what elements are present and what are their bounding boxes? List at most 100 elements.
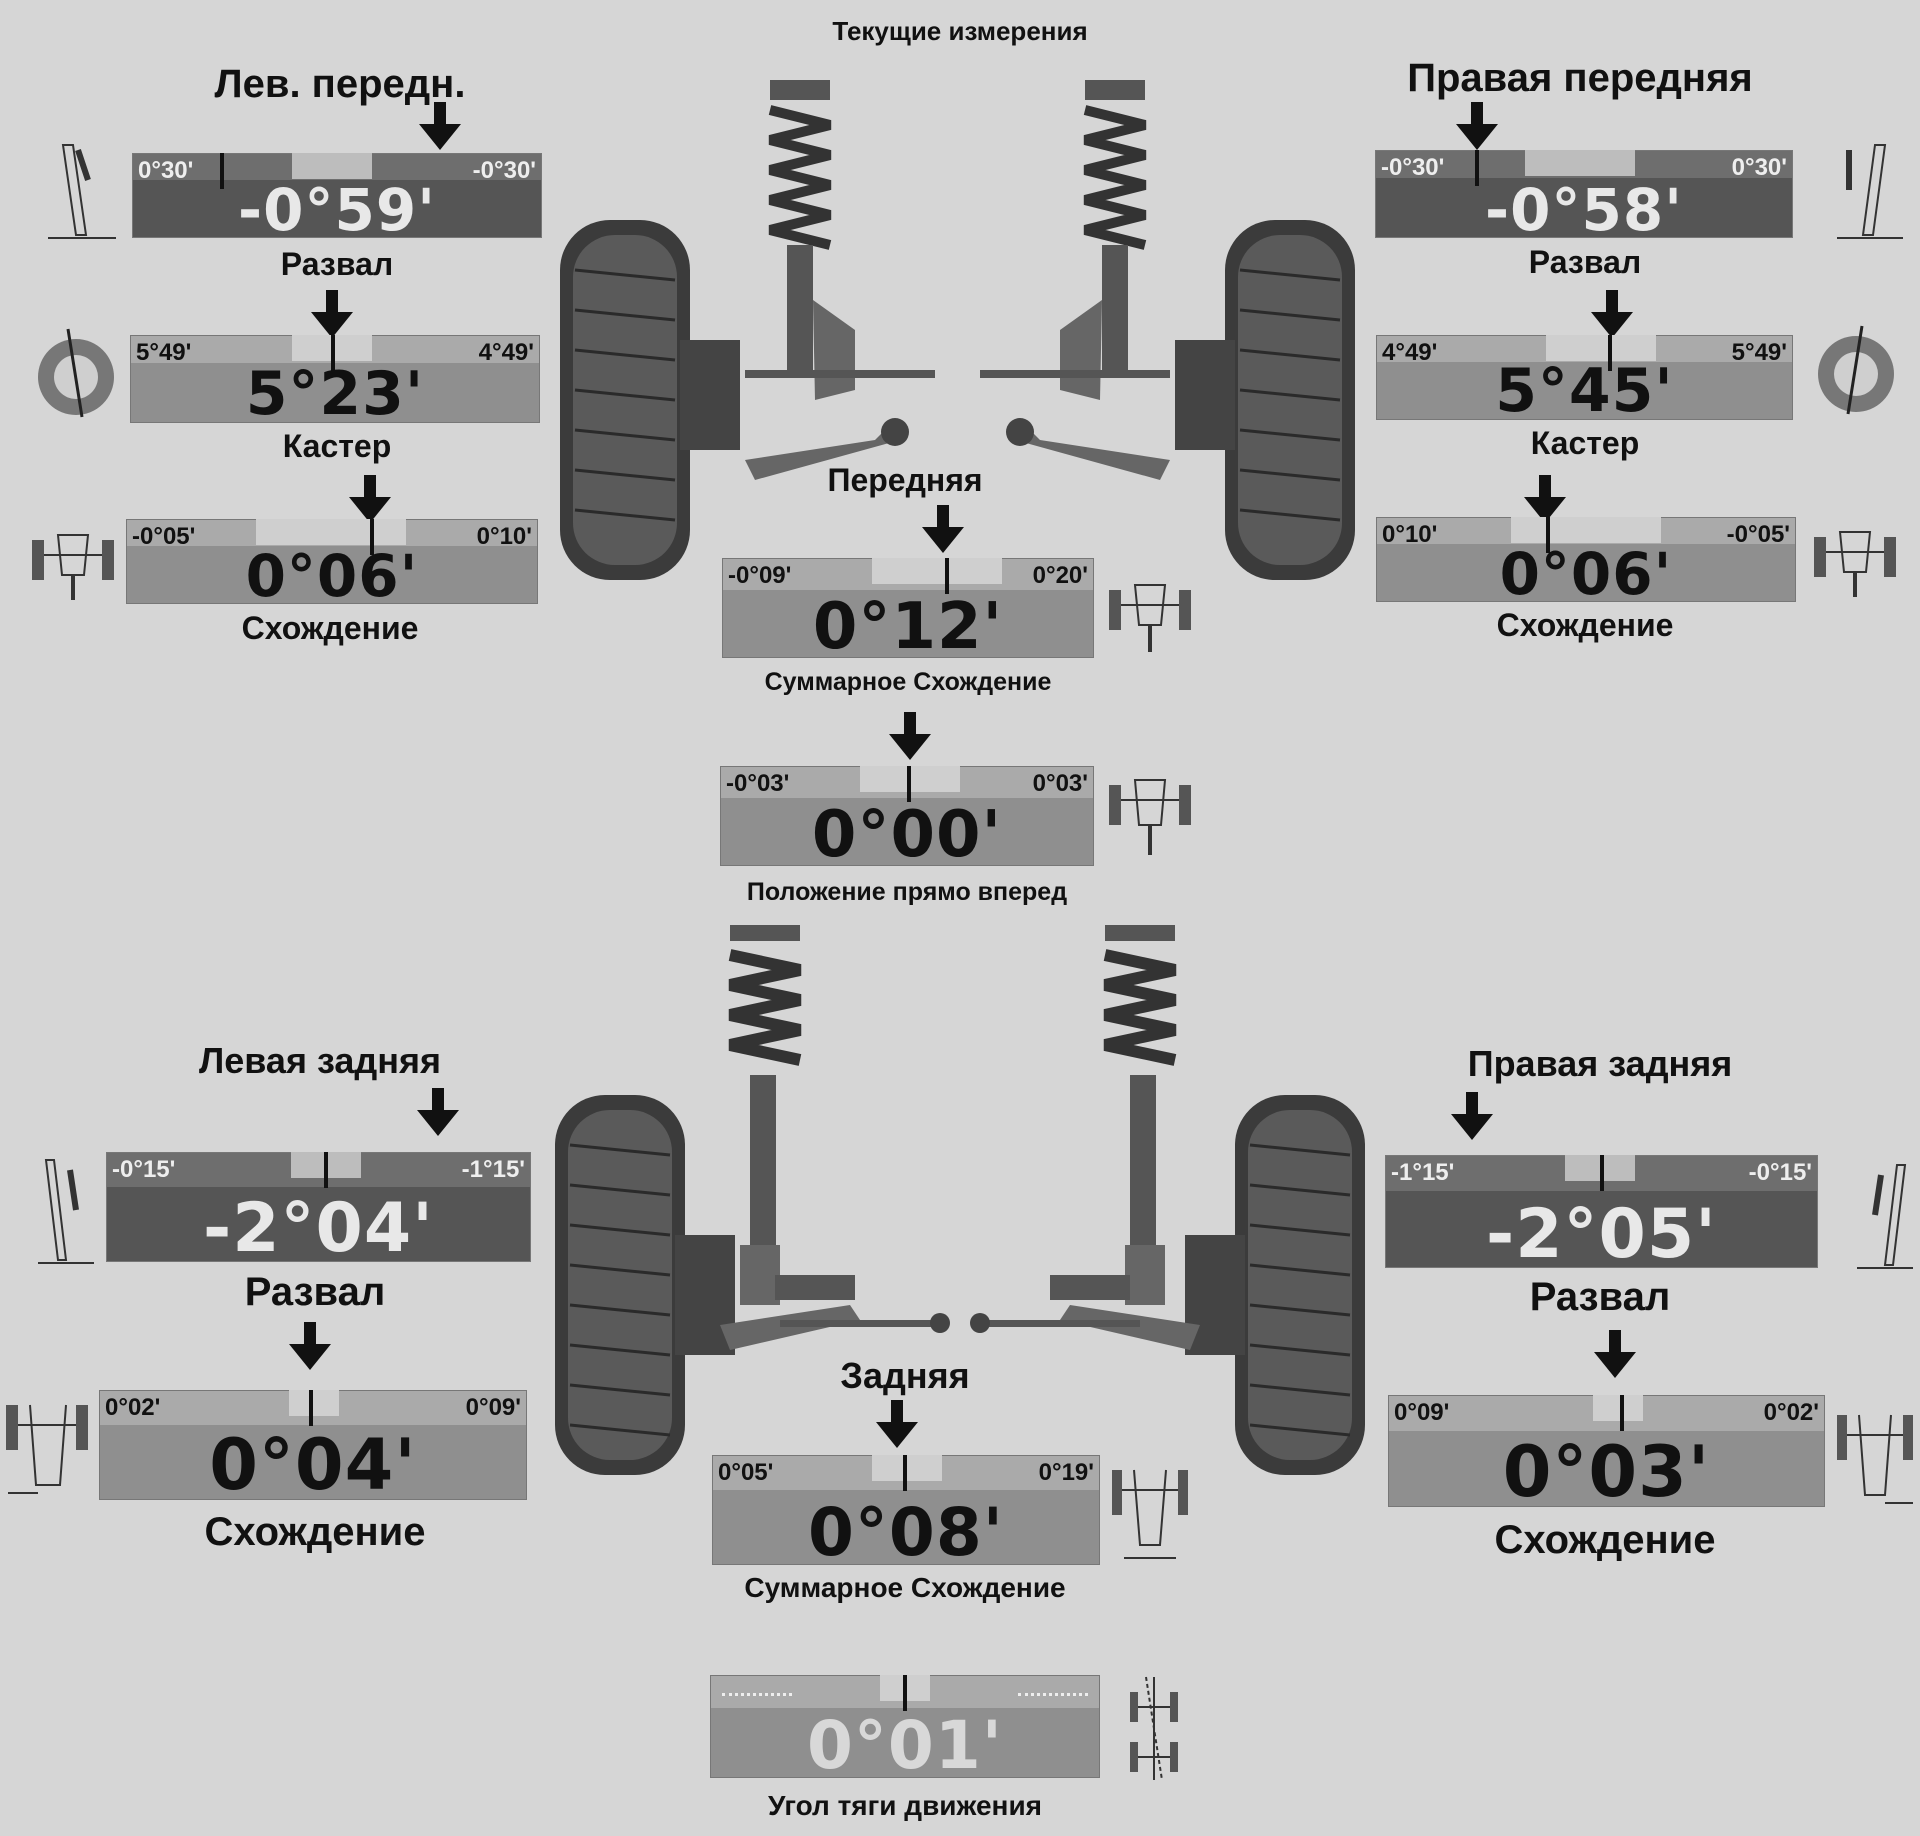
gauge-pointer bbox=[1600, 1155, 1604, 1191]
gauge-value: 0°00' bbox=[811, 798, 1003, 866]
front-left-toe-label: Схождение bbox=[241, 610, 419, 646]
toe-diagram-icon bbox=[6, 1404, 88, 1494]
gauge-max-label: -1°15' bbox=[461, 1156, 525, 1183]
gauge-min-label: 0°09' bbox=[1394, 1399, 1450, 1426]
down-arrow-icon bbox=[1590, 1330, 1640, 1380]
down-arrow-icon bbox=[1452, 102, 1502, 152]
rear-right-camber-label: Развал bbox=[1529, 1275, 1671, 1319]
gauge-max-label: 0°02' bbox=[1763, 1399, 1819, 1426]
rear-left-camber-gauge: -0°15' -1°15' -2°04' bbox=[106, 1152, 531, 1262]
rear-left-toe-label: Схождение bbox=[204, 1510, 426, 1554]
gauge-pointer bbox=[1475, 150, 1479, 186]
gauge-pointer bbox=[1620, 1395, 1624, 1431]
gauge-pointer bbox=[907, 766, 911, 802]
rear-left-toe-gauge: 0°02' 0°09' 0°04' bbox=[99, 1390, 527, 1500]
gauge-value: 0°06' bbox=[245, 542, 419, 604]
toe-diagram-icon bbox=[1109, 584, 1191, 652]
toe-diagram-icon bbox=[1109, 779, 1191, 855]
front-total-toe-gauge: -0°09' 0°20' 0°12' bbox=[722, 558, 1094, 658]
gauge-min-label: -0°03' bbox=[726, 770, 790, 797]
rear-right-heading: Правая задняя bbox=[1467, 1043, 1733, 1084]
rear-left-heading: Левая задняя bbox=[198, 1040, 441, 1081]
wheel-caster-icon bbox=[1818, 325, 1894, 415]
tire-icon bbox=[560, 220, 690, 580]
rear-suspension-illustration bbox=[555, 925, 1365, 1475]
thrust-angle-label: Угол тяги движения bbox=[767, 1790, 1043, 1821]
toe-diagram-icon bbox=[32, 534, 114, 600]
gauge-max-label: 0°20' bbox=[1032, 562, 1088, 589]
front-right-toe-label: Схождение bbox=[1496, 607, 1674, 643]
straight-ahead-label: Положение прямо вперед bbox=[746, 878, 1068, 906]
gauge-pointer bbox=[324, 1152, 328, 1188]
suspension-strut-icon bbox=[970, 925, 1200, 1350]
rear-axle-heading: Задняя bbox=[840, 1355, 970, 1396]
gauge-max-label: 5°49' bbox=[1731, 339, 1787, 366]
toe-diagram-icon bbox=[1814, 531, 1896, 597]
gauge-value: 5°45' bbox=[1495, 356, 1674, 420]
gauge-min-label: -0°30' bbox=[1381, 154, 1445, 181]
wheel-camber-icon bbox=[48, 144, 116, 239]
down-arrow-icon bbox=[1447, 1092, 1497, 1142]
gauge-value: -0°58' bbox=[1485, 176, 1683, 238]
gauge-max-label: -0°15' bbox=[1748, 1159, 1812, 1186]
gauge-max-label: 0°09' bbox=[465, 1394, 521, 1421]
down-arrow-icon bbox=[285, 1322, 335, 1372]
wheel-camber-icon bbox=[1837, 144, 1903, 239]
down-arrow-icon bbox=[413, 1088, 463, 1138]
down-arrow-icon bbox=[307, 290, 357, 340]
suspension-strut-icon bbox=[720, 925, 950, 1350]
tire-icon bbox=[1235, 1095, 1365, 1475]
suspension-strut-icon bbox=[980, 80, 1170, 480]
down-arrow-icon bbox=[872, 1400, 922, 1450]
gauge-pointer bbox=[370, 519, 374, 555]
front-left-camber-gauge: 0°30' -0°30' -0°59' bbox=[132, 153, 542, 238]
gauge-max-label: -0°05' bbox=[1726, 521, 1790, 548]
gauge-pointer bbox=[309, 1390, 313, 1426]
rear-left-camber-label: Развал bbox=[244, 1270, 386, 1314]
gauge-min-label: -0°15' bbox=[112, 1156, 176, 1183]
gauge-min-label: 0°05' bbox=[718, 1459, 774, 1486]
front-axle-heading: Передняя bbox=[827, 462, 983, 498]
gauge-value: 0°08' bbox=[808, 1494, 1004, 1565]
page-title: Текущие измерения bbox=[832, 16, 1088, 46]
gauge-value: 0°03' bbox=[1502, 1431, 1711, 1507]
gauge-value: -2°04' bbox=[203, 1189, 434, 1262]
rear-right-camber-gauge: -1°15' -0°15' -2°05' bbox=[1385, 1155, 1818, 1268]
rear-total-toe-gauge: 0°05' 0°19' 0°08' bbox=[712, 1455, 1100, 1565]
gauge-pointer bbox=[945, 558, 949, 594]
wheel-camber-icon bbox=[38, 1159, 94, 1264]
gauge-min-label: -0°09' bbox=[728, 562, 792, 589]
front-right-caster-label: Кастер bbox=[1530, 425, 1640, 461]
gauge-max-label: 0°10' bbox=[476, 523, 532, 550]
gauge-min-label: -1°15' bbox=[1391, 1159, 1455, 1186]
gauge-min-label: 4°49' bbox=[1382, 339, 1438, 366]
gauge-value: 0°06' bbox=[1499, 540, 1673, 602]
gauge-min-label: 5°49' bbox=[136, 339, 192, 366]
gauge-pointer bbox=[1546, 517, 1550, 553]
gauge-pointer bbox=[903, 1455, 907, 1491]
toe-diagram-icon bbox=[1112, 1469, 1188, 1559]
gauge-min-label: 0°10' bbox=[1382, 521, 1438, 548]
gauge-min-label: 0°02' bbox=[105, 1394, 161, 1421]
down-arrow-icon bbox=[1587, 290, 1637, 340]
down-arrow-icon bbox=[885, 712, 935, 762]
front-right-caster-gauge: 4°49' 5°49' 5°45' bbox=[1376, 335, 1793, 420]
gauge-min-label: -0°05' bbox=[132, 523, 196, 550]
gauge-value: 0°01' bbox=[807, 1707, 1003, 1778]
gauge-max-label: 0°03' bbox=[1032, 770, 1088, 797]
gauge-value: 5°23' bbox=[245, 359, 425, 423]
front-suspension-illustration bbox=[560, 80, 1355, 580]
tire-icon bbox=[555, 1095, 685, 1475]
front-right-camber-label: Развал bbox=[1528, 244, 1642, 280]
down-arrow-icon bbox=[345, 475, 395, 525]
down-arrow-icon bbox=[1520, 475, 1570, 525]
thrust-angle-diagram-icon bbox=[1130, 1676, 1178, 1781]
front-left-heading: Лев. передн. bbox=[214, 62, 466, 106]
gauge-max-label: 0°19' bbox=[1038, 1459, 1094, 1486]
suspension-strut-icon bbox=[745, 80, 935, 480]
front-left-caster-label: Кастер bbox=[282, 428, 392, 464]
front-left-camber-label: Развал bbox=[280, 246, 394, 282]
gauge-value: 0°12' bbox=[812, 590, 1004, 658]
front-left-caster-gauge: 5°49' 4°49' 5°23' bbox=[130, 335, 540, 423]
